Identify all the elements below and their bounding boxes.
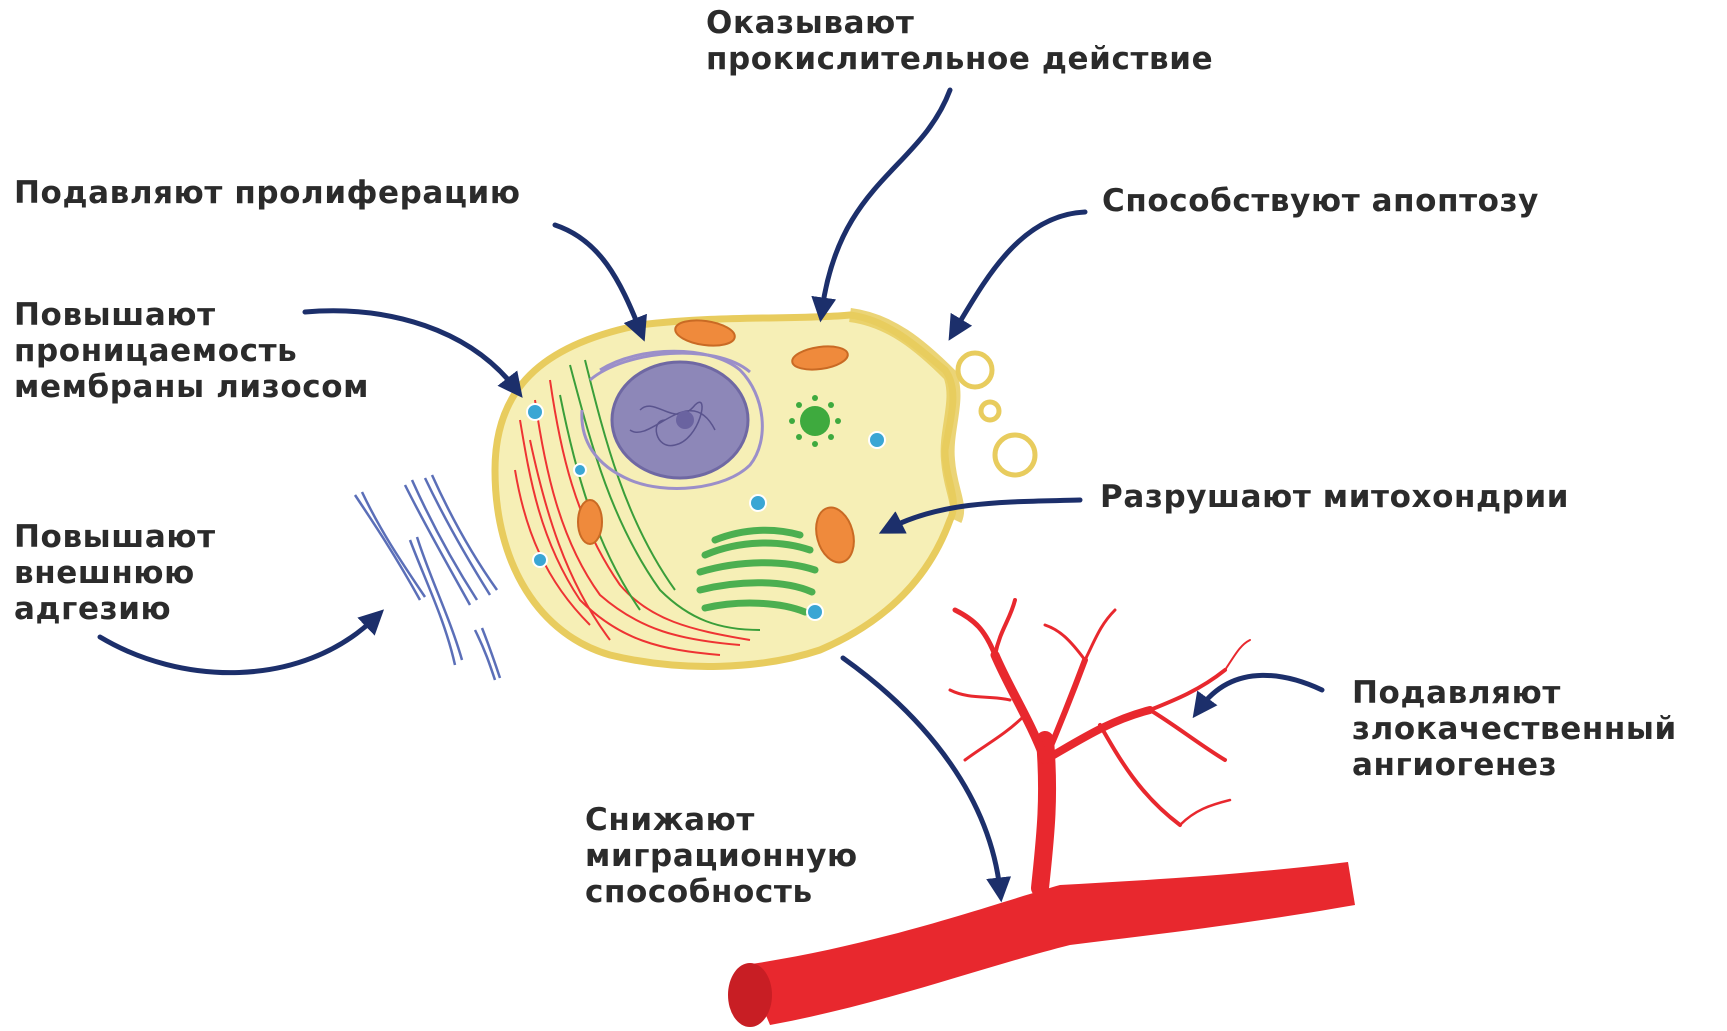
cell-membrane [495, 315, 953, 666]
label-proliferation: Подавляют пролиферацию [14, 175, 521, 211]
cell [495, 315, 957, 666]
arrow-angiogenesis [1200, 675, 1322, 708]
arrow-proliferation [555, 225, 640, 330]
arrow-apoptosis [955, 212, 1085, 330]
label-adhesion: Повышают внешнюю адгезию [14, 519, 216, 627]
label-apoptosis: Способствуют апоптозу [1102, 183, 1539, 219]
label-angiogenesis: Подавляют злокачественный ангиогенез [1352, 675, 1677, 783]
extracellular-fibers [355, 475, 500, 680]
label-prooxidant: Оказывают прокислительное действие [706, 5, 1213, 77]
arrow-migration [843, 658, 1000, 890]
label-lysosome: Повышают проницаемость мембраны лизосом [14, 297, 369, 405]
vessel-opening [728, 963, 772, 1027]
vessel-branches [950, 600, 1250, 888]
apoptotic-bodies [958, 353, 1035, 475]
label-migration: Снижают миграционную способность [585, 802, 858, 910]
arrow-prooxidant [822, 90, 950, 310]
label-mitochondria: Разрушают митохондрии [1100, 479, 1569, 515]
